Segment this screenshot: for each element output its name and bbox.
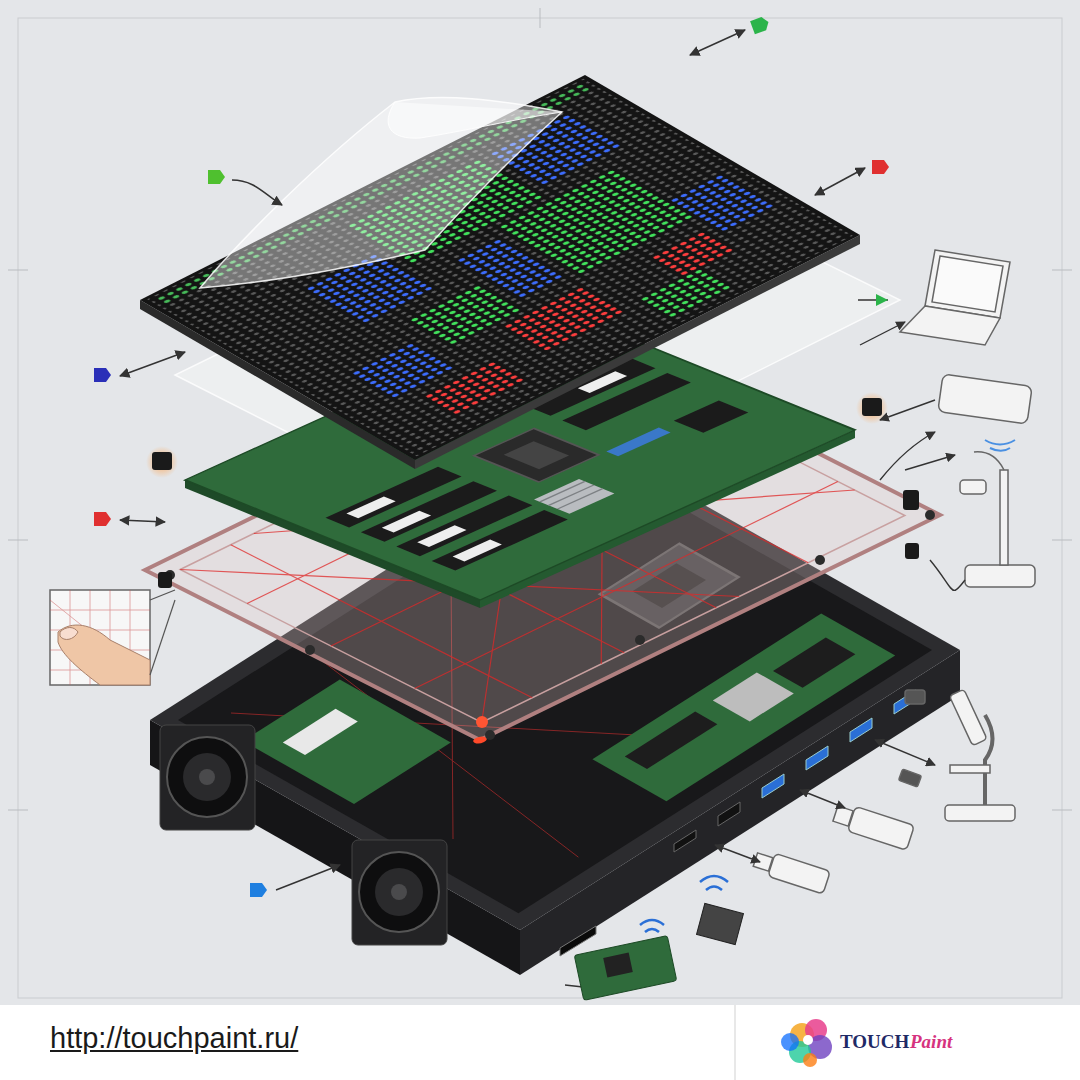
logo-splash xyxy=(781,1019,832,1067)
drafting-border xyxy=(18,18,1062,998)
footer-band xyxy=(0,1005,1080,1080)
drafting-ticks xyxy=(8,8,1072,810)
led-display-panel xyxy=(140,75,860,460)
protective-film xyxy=(200,97,562,288)
document-camera-icon xyxy=(960,452,1035,587)
touch-callout xyxy=(50,590,175,685)
url-text: http://touchpaint.ru/ xyxy=(50,1022,298,1055)
usb-stick-icon xyxy=(753,690,925,894)
connection-arrows xyxy=(565,322,965,990)
speaker xyxy=(160,725,255,830)
film-curl xyxy=(388,102,562,138)
laptop-icon xyxy=(900,250,1010,345)
wifi-module xyxy=(574,876,743,1000)
phone-icon xyxy=(938,374,1032,451)
ir-sensor xyxy=(146,392,919,728)
microscope-icon xyxy=(945,689,1015,821)
speaker xyxy=(352,840,447,945)
io-ports xyxy=(560,690,916,956)
logo-word: Paint xyxy=(910,1031,952,1053)
color-tags xyxy=(94,15,889,897)
footer-divider xyxy=(734,1005,736,1080)
logo-word: TOUCH xyxy=(840,1031,909,1053)
